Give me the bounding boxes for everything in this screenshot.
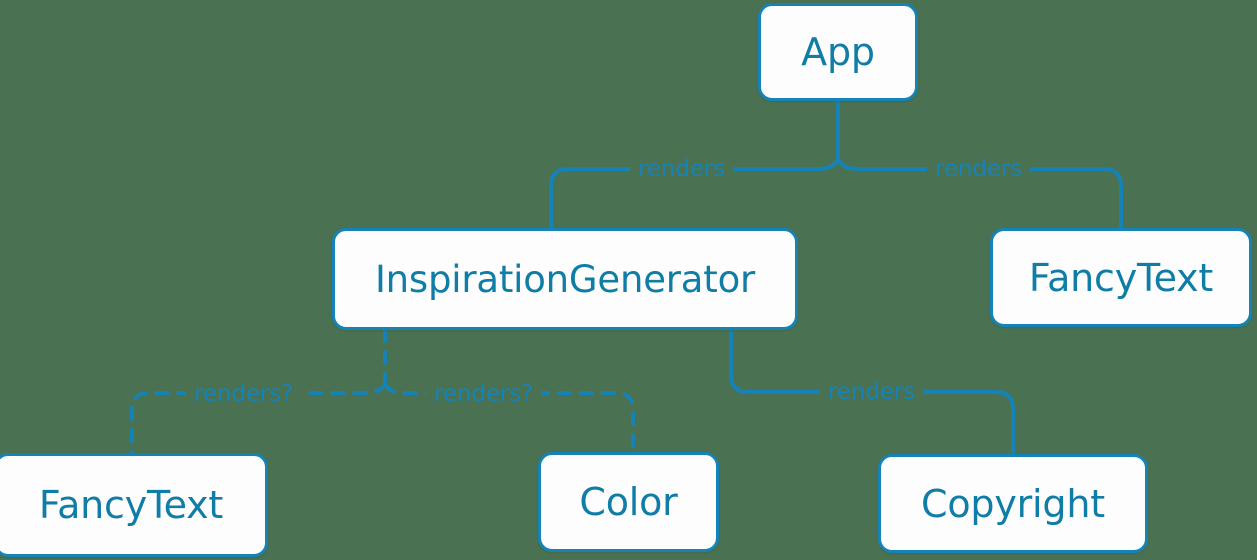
edge-label-app-to-inspirationgenerator: renders: [630, 156, 734, 183]
node-fancytext-left[interactable]: FancyText: [0, 453, 268, 557]
edge-label-inspirationgenerator-to-fancytext-left: renders?: [186, 381, 302, 408]
edge-label-app-to-fancytext-right: renders: [927, 156, 1031, 183]
node-inspirationgenerator[interactable]: InspirationGenerator: [332, 228, 798, 330]
node-inspirationgenerator-label: InspirationGenerator: [374, 257, 756, 301]
node-color[interactable]: Color: [538, 452, 719, 552]
edge-label-inspirationgenerator-to-color: renders?: [426, 381, 542, 408]
node-copyright[interactable]: Copyright: [878, 454, 1148, 553]
node-fancytext-left-label: FancyText: [38, 483, 224, 527]
node-color-label: Color: [579, 480, 678, 524]
node-fancytext-right-label: FancyText: [1028, 255, 1214, 300]
edge-label-inspirationgenerator-to-copyright: renders: [820, 379, 924, 406]
node-app[interactable]: App: [758, 3, 918, 101]
node-copyright-label: Copyright: [921, 481, 1105, 526]
node-fancytext-right[interactable]: FancyText: [990, 228, 1252, 327]
node-app-label: App: [801, 30, 875, 74]
